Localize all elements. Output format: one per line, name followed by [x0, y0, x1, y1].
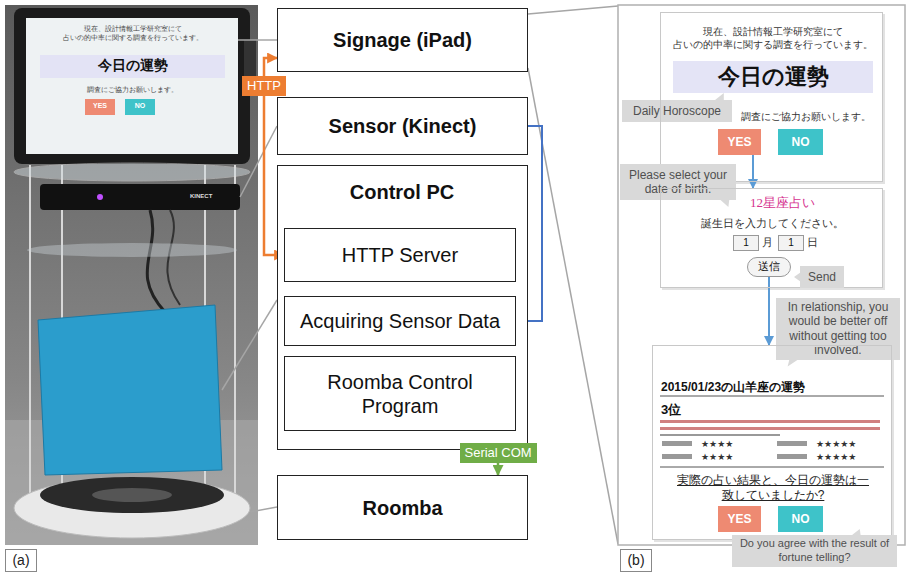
screen-text: 誕生日を入力してください。 — [661, 217, 884, 230]
component-box: Roomba — [277, 475, 528, 540]
photo-button-text: NO — [125, 102, 155, 110]
callout-pointer — [788, 359, 800, 367]
node-text: Acquiring Sensor Data — [300, 309, 500, 333]
rank-text: 3位 — [661, 402, 721, 418]
node-text: Please select your date of birth. — [624, 168, 732, 197]
callout-box: Do you agree with the result of fortune … — [732, 535, 897, 567]
photo-screen-title: 今日の運勢 — [40, 57, 225, 74]
photo-screen-text: 調査にご協力お願いします。 — [30, 86, 235, 94]
screen-question: 実際の占い結果と、今日の運勢は一致していましたか? — [673, 473, 873, 503]
screen-text: 調査にご協力お願いします。 — [741, 111, 881, 123]
send-button: 送信 — [747, 257, 791, 277]
container-title: Control PC — [278, 180, 526, 204]
no-button: NO — [778, 506, 823, 532]
node-text: In relationship, you would be better off… — [780, 300, 896, 358]
node-text: NO — [792, 512, 810, 526]
leader-lines — [222, 6, 618, 544]
connector-arrow — [752, 155, 754, 188]
screen: 12星座占い誕生日を入力してください。月 日 1 1 送信 — [660, 188, 883, 288]
yes-button: YES — [718, 506, 761, 532]
callout-box: Send — [800, 266, 844, 288]
callout-box: Daily Horoscope — [622, 100, 732, 122]
panel-label: (a) — [5, 549, 37, 572]
node-text: 1 — [788, 237, 794, 249]
node-text: YES — [727, 135, 751, 149]
component-box: Signage (iPad) — [277, 8, 528, 72]
edge-label: Serial COM — [460, 443, 537, 463]
callout-box: In relationship, you would be better off… — [776, 298, 900, 360]
node-text: 送信 — [758, 260, 780, 273]
node-text: 今日の運勢 — [718, 64, 829, 90]
module-box: HTTP Server — [284, 228, 516, 282]
screens-panel — [618, 5, 905, 545]
node-text: YES — [727, 512, 751, 526]
star-rating: ★★★★★ — [816, 439, 876, 450]
node-text: Send — [808, 270, 836, 284]
module-box: Roomba Control Program — [284, 356, 516, 431]
node-text: NO — [792, 135, 810, 149]
photo-screen-text: 現在、設計情報工学研究室にて 占いの的中率に関する調査を行っています。 — [30, 24, 235, 42]
no-button: NO — [778, 129, 823, 155]
select-box: 1 — [733, 235, 759, 251]
module-box: Acquiring Sensor Data — [284, 296, 516, 346]
callout-box: Please select your date of birth. — [620, 164, 736, 200]
node-text: Daily Horoscope — [633, 104, 721, 118]
screen: 現在、設計情報工学研究室にて 占いの的中率に関する調査を行っています。調査にご協… — [660, 12, 883, 182]
callout-pointer — [719, 199, 729, 207]
unit-text: 月 — [762, 236, 776, 249]
panel-label: (b) — [620, 549, 652, 572]
screen: 2015/01/23の山羊座の運勢3位★★★★★★★★★★★★★★★★★★実際の… — [652, 345, 892, 540]
node-text: Sensor (Kinect) — [329, 114, 477, 138]
node-text: Signage (iPad) — [333, 28, 472, 52]
node-text: Roomba — [363, 496, 443, 520]
node-text: Do you agree with the result of fortune … — [736, 537, 893, 565]
node-text: HTTP Server — [342, 243, 458, 267]
select-box: 1 — [778, 235, 804, 251]
screen-heading: 12星座占い — [681, 195, 884, 211]
yes-button: YES — [718, 129, 761, 155]
unit-text: 日 — [807, 236, 821, 249]
node-text: 1 — [743, 237, 749, 249]
container-box: Control PC HTTP ServerAcquiring Sensor Da… — [277, 165, 528, 450]
device-logo: KINECT — [190, 193, 230, 200]
node-text: Roomba Control Program — [289, 370, 511, 418]
photo-button-text: YES — [85, 102, 115, 110]
title-band: 今日の運勢 — [673, 61, 873, 93]
robot-photo — [5, 5, 258, 545]
star-rating: ★★★★★ — [816, 452, 876, 463]
star-rating: ★★★★ — [701, 439, 761, 450]
screen-text: 現在、設計情報工学研究室にて 占いの的中率に関する調査を行っています。 — [665, 25, 880, 51]
star-rating: ★★★★ — [701, 452, 761, 463]
component-box: Sensor (Kinect) — [277, 97, 528, 155]
screen-heading: 2015/01/23の山羊座の運勢 — [661, 380, 881, 394]
edge-label: HTTP — [242, 76, 286, 96]
